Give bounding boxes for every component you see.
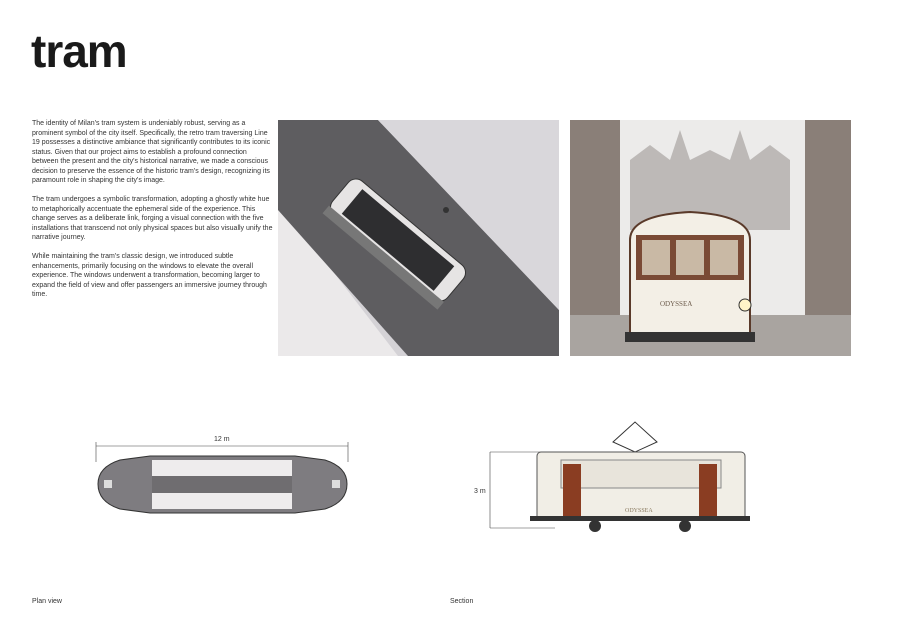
section-logo: ODYSSEA <box>625 508 653 514</box>
plan-view-drawing <box>90 432 355 537</box>
paragraph: The identity of Milan's tram system is u… <box>32 120 271 184</box>
axonometric-render <box>278 120 559 356</box>
section-dimension: 3 m <box>474 488 486 495</box>
section-label: Section <box>450 598 474 605</box>
paragraph: The tram undergoes a symbolic transforma… <box>32 196 273 241</box>
section-drawing: ODYSSEA <box>485 412 752 537</box>
paragraph: While maintaining the tram's classic des… <box>32 253 267 298</box>
milan-render: ODYSSEA <box>570 120 851 356</box>
plan-view-label: Plan view <box>32 598 62 605</box>
render-logo: ODYSSEA <box>660 300 692 308</box>
page-title: tram <box>31 25 128 77</box>
plan-dimension: 12 m <box>214 436 230 443</box>
description: The identity of Milan's tram system is u… <box>32 119 274 309</box>
